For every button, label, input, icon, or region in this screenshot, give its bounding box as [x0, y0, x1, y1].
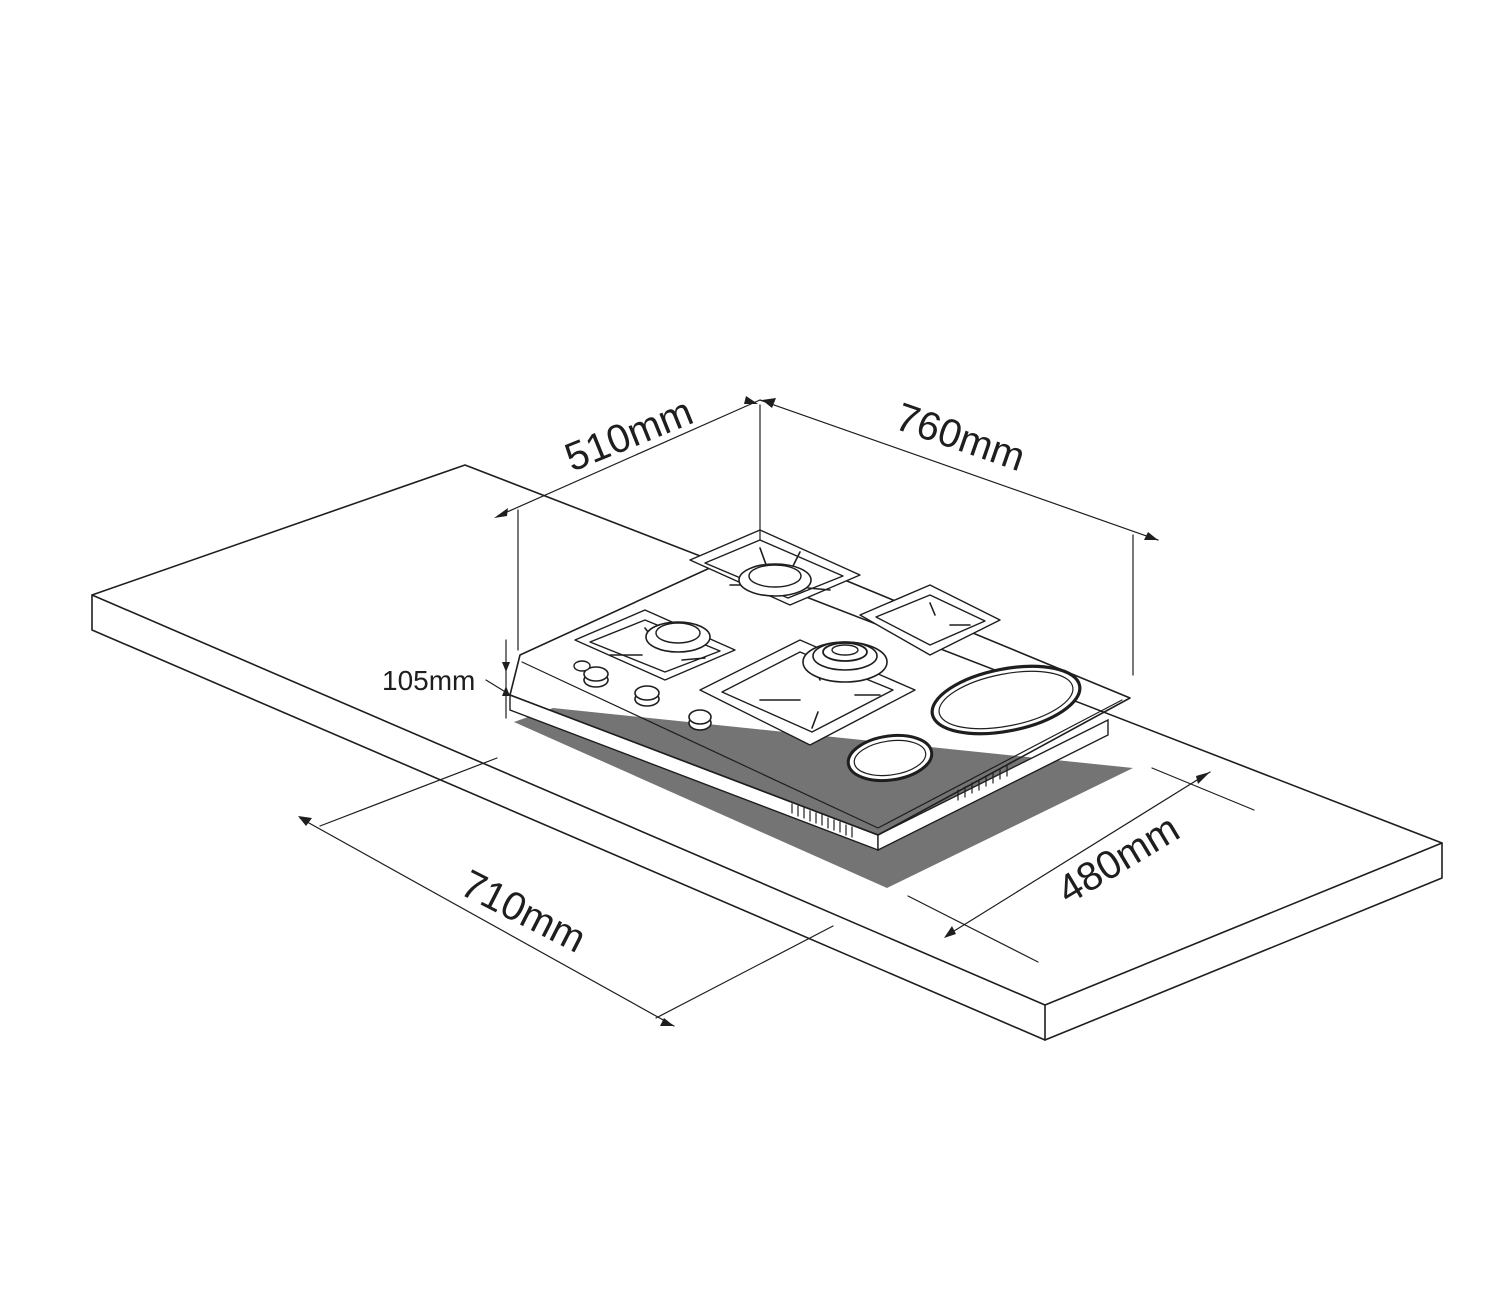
dim-label-cutout-width: 710mm — [454, 862, 593, 962]
cutout-hole — [514, 708, 1133, 888]
dim-label-depth: 510mm — [559, 390, 699, 481]
hob-appliance — [509, 529, 1131, 852]
gas-burner-left — [645, 621, 711, 653]
vent-front — [791, 803, 853, 838]
dim-label-width: 760mm — [890, 395, 1030, 480]
electric-zone-large — [930, 664, 1082, 736]
dim-label-cutout-depth: 480mm — [1050, 806, 1187, 912]
dim-label-height: 105mm — [382, 665, 475, 696]
dimension-lines — [298, 396, 1255, 1027]
gas-burner-wok — [802, 641, 888, 683]
gas-burner-rear — [738, 563, 812, 597]
countertop — [91, 464, 1443, 1041]
control-knobs — [573, 660, 712, 731]
